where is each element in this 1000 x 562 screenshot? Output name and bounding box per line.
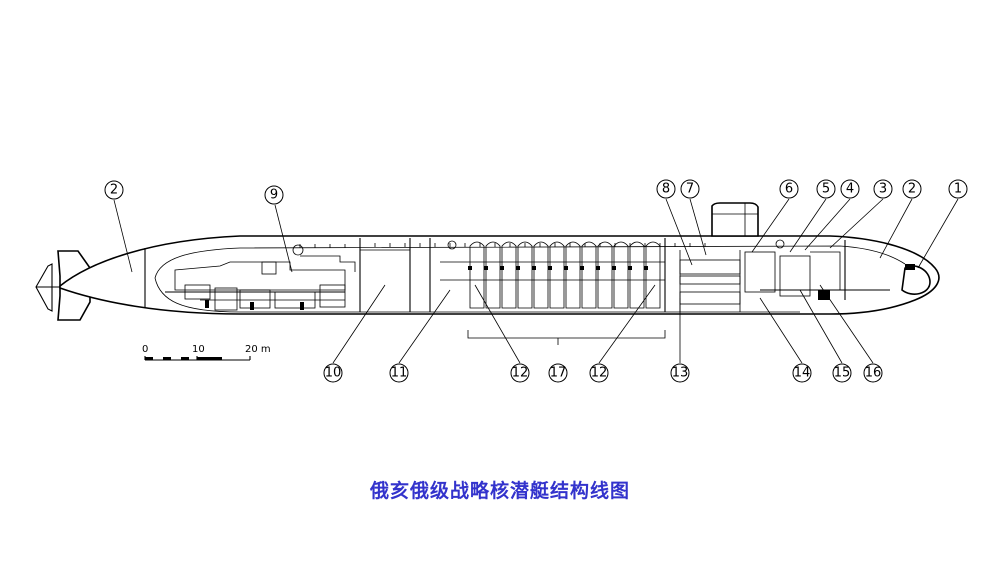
sail — [711, 202, 759, 237]
scale-bar — [144, 356, 251, 361]
callout-label: 17 — [550, 366, 567, 381]
callout-14: 14 — [792, 363, 812, 383]
callout-1-bow: 1 — [948, 179, 968, 199]
callout-label: 2 — [110, 183, 118, 198]
callout-2-stern: 2 — [104, 180, 124, 200]
callout-label: 1 — [954, 182, 962, 197]
callout-7: 7 — [680, 179, 700, 199]
diagram-caption: 俄亥俄级战略核潜艇结构线图 — [369, 480, 630, 502]
callout-label: 5 — [822, 182, 830, 197]
callout-label: 8 — [662, 182, 670, 197]
callout-11: 11 — [389, 363, 409, 383]
callout-12-left: 12 — [510, 363, 530, 383]
callout-label: 4 — [846, 182, 854, 197]
callout-12-right: 12 — [589, 363, 609, 383]
callout-label: 10 — [325, 366, 342, 381]
engine-room — [165, 244, 356, 311]
scale-label-10: 10 — [192, 344, 205, 355]
missile-section-brace — [467, 330, 666, 345]
missile-tubes — [440, 240, 665, 309]
callout-9: 9 — [264, 185, 284, 205]
leader-lines — [113, 198, 959, 364]
callout-17: 17 — [548, 363, 568, 383]
callout-16: 16 — [863, 363, 883, 383]
callout-3: 3 — [873, 179, 893, 199]
callout-5: 5 — [816, 179, 836, 199]
callout-label: 11 — [391, 366, 408, 381]
callout-label: 12 — [512, 366, 529, 381]
hull-outline — [59, 235, 940, 315]
scale-label-0: 0 — [142, 344, 148, 355]
callout-2-bow: 2 — [902, 179, 922, 199]
callout-4: 4 — [840, 179, 860, 199]
callout-label: 9 — [270, 188, 278, 203]
scale-label-20m: 20 m — [245, 344, 271, 355]
callout-15: 15 — [832, 363, 852, 383]
callout-10: 10 — [323, 363, 343, 383]
callout-label: 2 — [908, 182, 916, 197]
bow-sonar-dome — [901, 265, 931, 295]
callout-label: 16 — [865, 366, 882, 381]
callout-label: 13 — [672, 366, 689, 381]
callout-label: 6 — [785, 182, 793, 197]
callout-13: 13 — [670, 363, 690, 383]
callout-label: 3 — [879, 182, 887, 197]
callout-8: 8 — [656, 179, 676, 199]
callout-label: 7 — [686, 182, 694, 197]
callout-label: 15 — [834, 366, 851, 381]
callout-label: 12 — [591, 366, 608, 381]
callout-label: 14 — [794, 366, 811, 381]
callout-6: 6 — [779, 179, 799, 199]
